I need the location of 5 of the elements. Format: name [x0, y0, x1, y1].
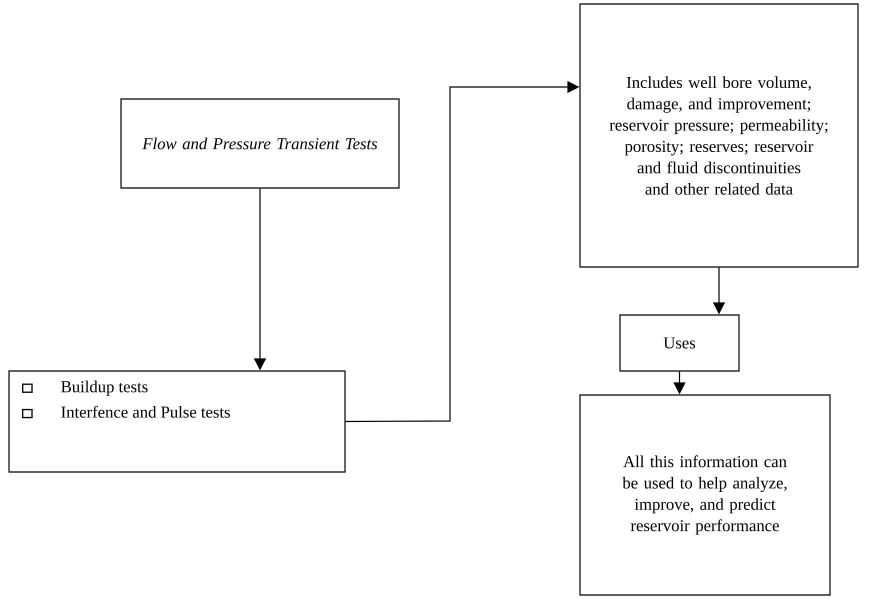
process-box: Flow and Pressure Transient Tests [120, 98, 400, 189]
process-box: Uses [619, 314, 740, 372]
process-box: All this information can be used to help analyze, improve, and predict reservoir performance [579, 394, 831, 596]
process-box: Includes well bore volume, damage, and improvement; reservoir pressure; permeability; porosity; reserves; reservoir and fluid discontinuities and other related data [579, 3, 859, 268]
list-box: Buildup tests Interfence and Pulse tests [8, 370, 346, 473]
